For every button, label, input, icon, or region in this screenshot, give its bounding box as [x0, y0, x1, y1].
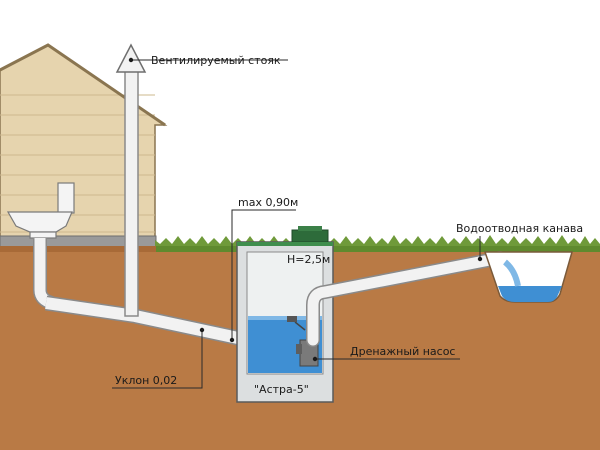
label-drainage-ditch: Водоотводная канава	[456, 222, 583, 235]
septic-tank	[236, 226, 334, 403]
label-slope: Уклон 0,02	[115, 374, 177, 387]
ditch-water-flow	[503, 259, 521, 287]
float-cable	[294, 321, 306, 331]
tank-rim	[237, 242, 333, 246]
tank-lid	[291, 229, 329, 243]
tank-water-surface	[248, 316, 322, 320]
leader-dot-slope	[199, 327, 205, 333]
label-tank-model: "Астра-5"	[254, 383, 309, 396]
leader-lines	[112, 59, 481, 389]
leader-dot-max	[229, 337, 235, 343]
leader-dot-pump	[312, 356, 318, 362]
label-tank-height: H=2,5м	[287, 253, 330, 266]
drain-pump-handle	[296, 344, 302, 354]
ground-under-house	[0, 246, 156, 252]
leader-dot-ditch	[477, 256, 483, 262]
leader-max-depth	[231, 209, 296, 340]
leader-slope	[112, 330, 203, 389]
tank-lid-top	[298, 226, 322, 231]
toilet	[6, 182, 75, 239]
label-max-depth: max 0,90м	[238, 196, 298, 209]
toilet-base	[29, 231, 57, 239]
label-vent-riser: Вентилируемый стояк	[151, 54, 281, 67]
vent-riser-pipe	[124, 69, 139, 317]
label-drain-pump: Дренажный насос	[350, 345, 455, 358]
leader-dot-vent	[128, 57, 134, 63]
float-switch-icon	[287, 316, 297, 322]
ditch-water	[498, 286, 562, 302]
drainage-ditch	[483, 251, 573, 303]
outlet-pipe	[307, 252, 506, 346]
toilet-tank	[57, 182, 75, 214]
grass-base	[155, 246, 600, 252]
